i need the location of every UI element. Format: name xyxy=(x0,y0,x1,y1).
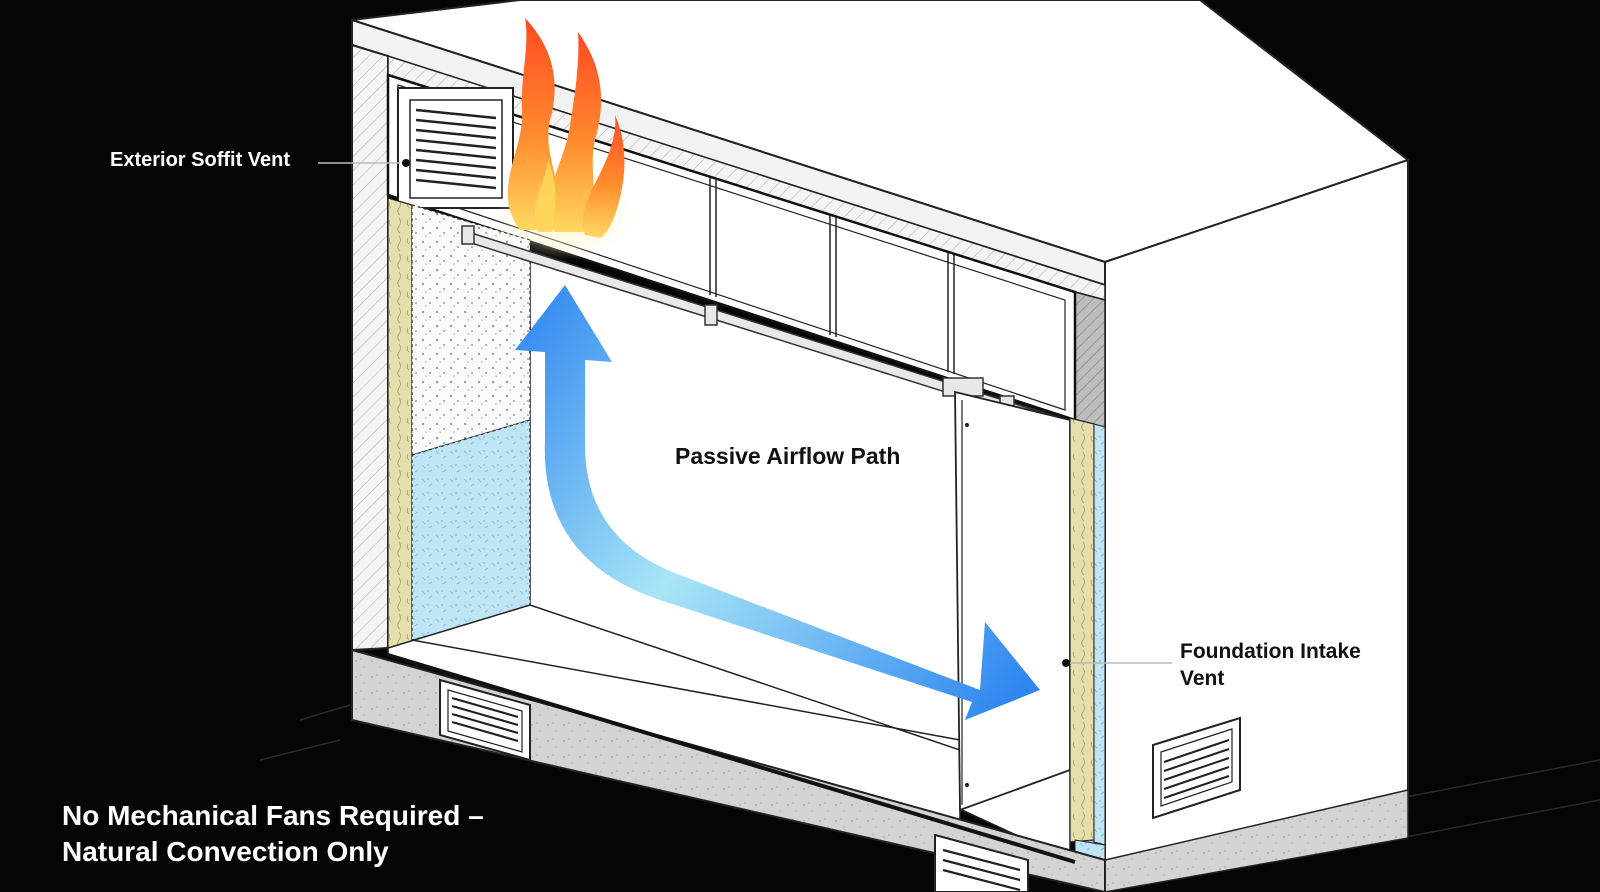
leader-lines xyxy=(318,162,1172,664)
cavity-lower xyxy=(411,419,531,641)
airflow-arrow-icon xyxy=(515,285,1040,720)
right-insulation xyxy=(1069,417,1095,843)
foundation-vent-center xyxy=(934,833,1029,892)
foundation-vent-left xyxy=(439,678,531,762)
soffit-vent-grille xyxy=(397,87,514,209)
soffit-vent-label: Exterior Soffit Vent xyxy=(110,149,291,171)
airflow-path-label: Passive Airflow Path xyxy=(675,443,901,469)
door-panel xyxy=(954,390,1071,812)
right-exterior-wall xyxy=(1104,158,1409,880)
cabinet-dividers xyxy=(709,177,955,374)
ground-lines xyxy=(259,704,1600,841)
left-insulation xyxy=(387,197,413,649)
cavity-upper xyxy=(411,204,531,456)
footer-caption-line1: No Mechanical Fans Required – xyxy=(62,800,484,831)
flame-icon xyxy=(495,18,635,260)
intake-vent-label-line2: Vent xyxy=(1180,667,1225,690)
front-foundation xyxy=(351,648,1106,892)
left-wall-section xyxy=(351,43,389,652)
footer-caption-line2: Natural Convection Only xyxy=(62,836,389,867)
foundation-vent-right xyxy=(1152,716,1241,820)
intake-vent-label-line1: Foundation Intake xyxy=(1180,640,1361,663)
